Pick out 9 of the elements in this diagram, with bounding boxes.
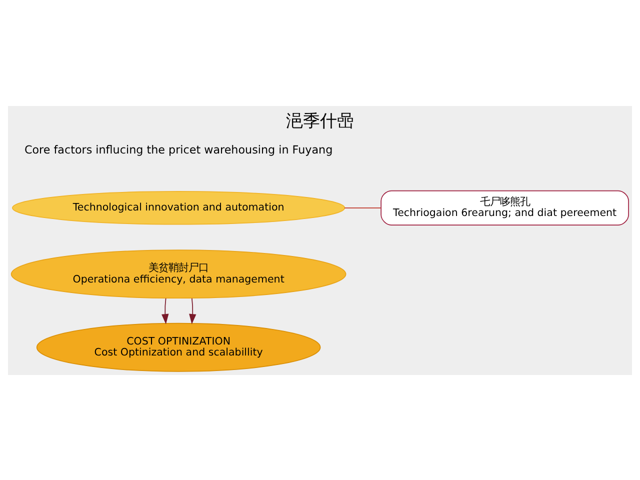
node-box: 乇尸哆熊孔 Techriogaion 6rearung; and diat pereement (380, 190, 629, 225)
node-ellipse: COST OPTINIZATION Cost Optinization and scalabillity (36, 322, 321, 372)
arrow (162, 297, 169, 324)
diagram-title: 浥季什喦 (286, 111, 354, 132)
label: Core factors influcing the pricet warehousing in Fuyang (24, 142, 333, 156)
connector (344, 206, 382, 208)
node-ellipse: Technological innovation and automation (12, 190, 346, 224)
arrow (189, 297, 196, 324)
node-ellipse: 美贫鞘尌尸口 Operationa efficiency, data management (10, 249, 346, 298)
